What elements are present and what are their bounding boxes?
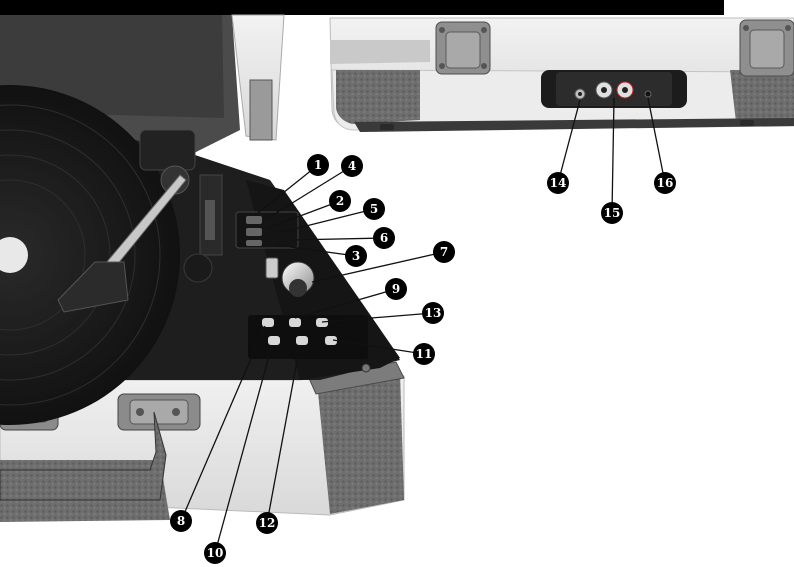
button-bottom-1 [268, 336, 280, 345]
callout-12: 12 [256, 512, 278, 534]
callout-16: 16 [654, 172, 676, 194]
callout-6: 6 [373, 227, 395, 249]
callout-label: 14 [550, 176, 567, 190]
callout-label: 11 [416, 347, 433, 361]
callout-label: 7 [440, 245, 448, 259]
callout-label: 9 [392, 282, 400, 296]
callout-label: 10 [207, 546, 224, 560]
callout-13: 13 [422, 302, 444, 324]
callout-label: 13 [425, 306, 442, 320]
mode-switch [246, 240, 262, 246]
button-bottom-2 [296, 336, 308, 345]
callout-9: 9 [385, 278, 407, 300]
top-banner-bar [0, 0, 724, 15]
callout-15: 15 [601, 202, 623, 224]
callout-8: 8 [170, 510, 192, 532]
callout-label: 16 [657, 176, 674, 190]
callout-14: 14 [547, 172, 569, 194]
rear-latch-left [436, 22, 490, 74]
button-top-2 [289, 318, 301, 327]
front-latch-right [118, 394, 200, 430]
callout-11: 11 [413, 343, 435, 365]
callout-label: 1 [314, 158, 322, 172]
auto-stop-switch [246, 228, 262, 236]
callout-5: 5 [363, 198, 385, 220]
callout-10: 10 [204, 542, 226, 564]
rear-latch-right [740, 20, 794, 76]
callout-label: 4 [348, 159, 356, 173]
callout-label: 2 [336, 194, 344, 208]
callout-label: 6 [380, 231, 388, 245]
speed-switch [246, 216, 262, 224]
callout-label: 15 [604, 206, 621, 220]
callout-label: 5 [370, 202, 378, 216]
callout-1: 1 [307, 154, 329, 176]
case-rear-view [330, 18, 794, 132]
callout-label: 8 [177, 514, 185, 528]
button-top-1 [262, 318, 274, 327]
callout-label: 3 [352, 249, 360, 263]
callout-label: 12 [259, 516, 276, 530]
dc-power-jack-icon [645, 91, 651, 97]
usb-port [266, 258, 278, 278]
callout-2: 2 [329, 190, 351, 212]
callout-4: 4 [341, 155, 363, 177]
callout-7: 7 [433, 241, 455, 263]
callout-3: 3 [345, 245, 367, 267]
button-top-3 [316, 318, 328, 327]
